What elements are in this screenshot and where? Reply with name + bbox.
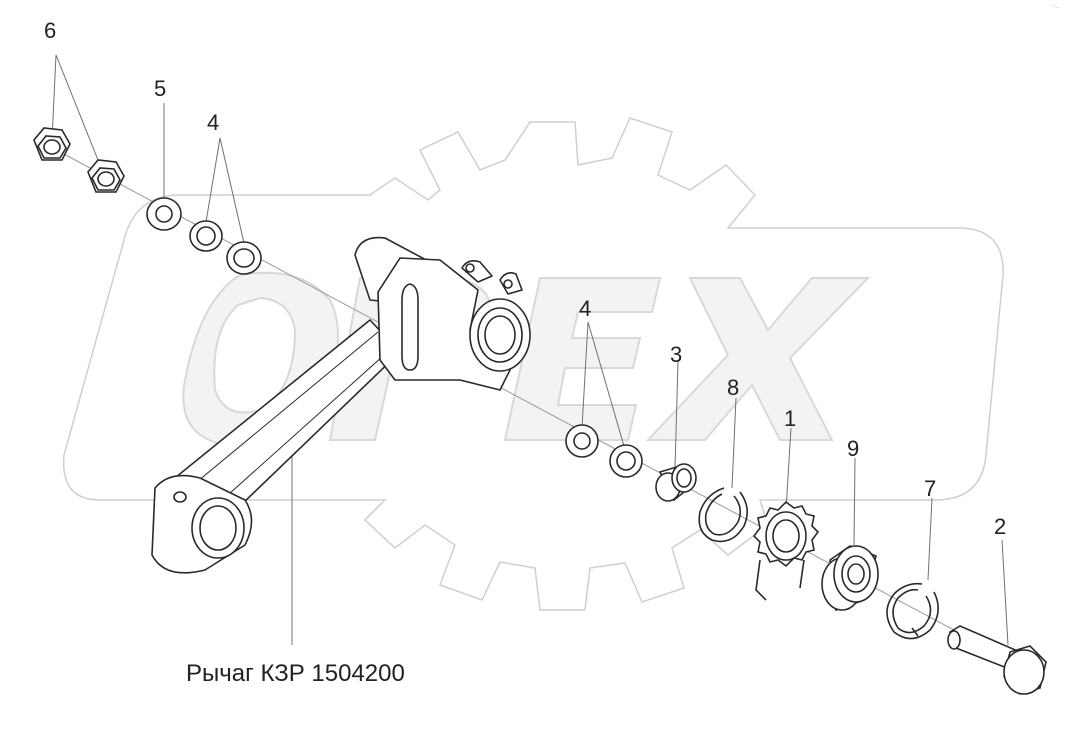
- washer-4-d: [609, 444, 643, 478]
- bearing-9: [821, 545, 879, 612]
- retaining-ring-8: [698, 487, 748, 543]
- bushing-3: [655, 463, 697, 502]
- washer-4-c: [565, 424, 599, 458]
- washer-4-b: [226, 241, 262, 275]
- callout-4-left: 4: [207, 110, 220, 135]
- circlip-7: [886, 582, 939, 640]
- diagram-caption: Рычаг КЗР 1504200: [186, 660, 405, 687]
- bolt-2: [947, 625, 1047, 695]
- callout-1: 1: [784, 406, 797, 431]
- hex-nut-2: [87, 159, 125, 193]
- callout-2: 2: [994, 514, 1007, 539]
- callout-8: 8: [727, 375, 740, 400]
- callout-4-right: 4: [579, 296, 592, 321]
- callout-9: 9: [847, 436, 860, 461]
- hex-nut-1: [33, 127, 71, 161]
- washer-5: [146, 197, 182, 231]
- sprocket-1: [752, 500, 820, 601]
- washer-4-a: [189, 220, 223, 252]
- callout-7: 7: [924, 476, 937, 501]
- callout-5: 5: [154, 76, 167, 101]
- callout-3: 3: [670, 342, 683, 367]
- corner-mark: ⁻··: [1052, 5, 1060, 11]
- callout-6: 6: [44, 18, 57, 43]
- lever-arm: [151, 236, 531, 574]
